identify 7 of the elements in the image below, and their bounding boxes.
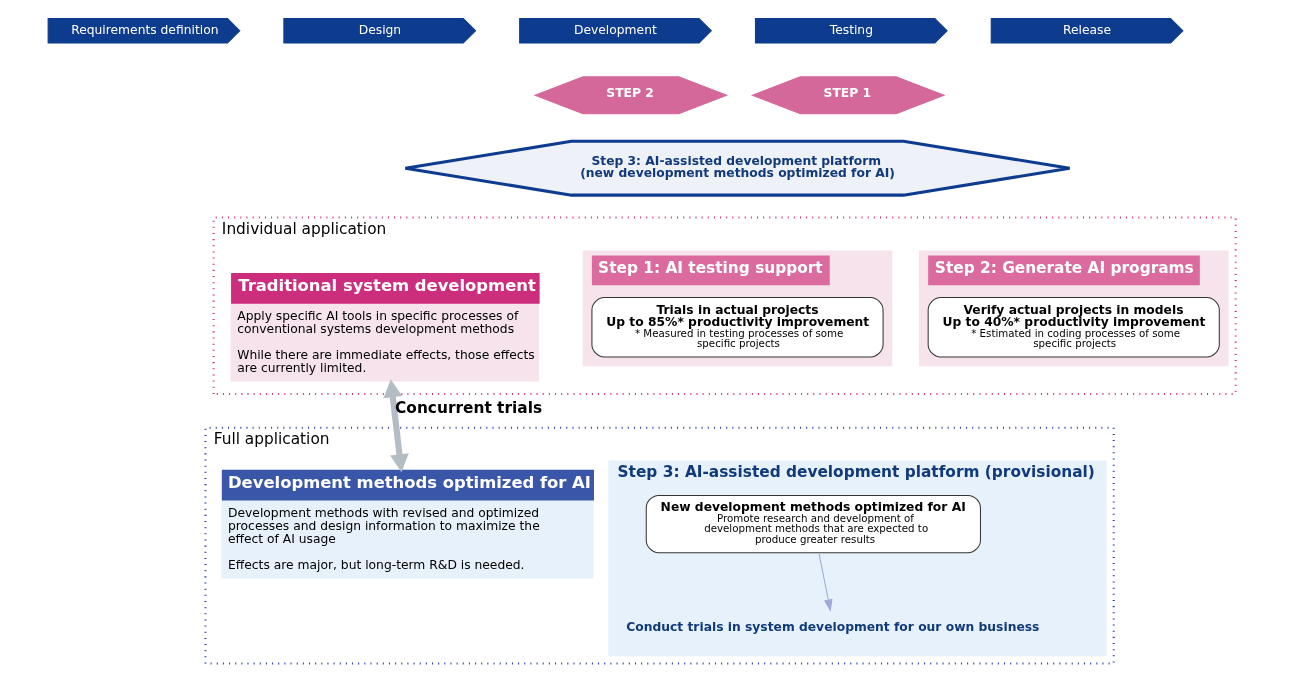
arrow	[818, 552, 833, 612]
node-box: Verify actual projects in models Up to 40%* productivity improvement * Estimated in coding processes of some specific projects	[927, 297, 1220, 358]
edge-label: Concurrent trials	[395, 399, 543, 418]
node-box: New development methods optimized for AI Promote research and development of development methods that are expected to produce greater results	[645, 494, 981, 554]
node-box: Trials in actual projects Up to 85%* productivity improvement * Measured in testing processes of some specific projects	[591, 297, 884, 358]
node-text: Conduct trials in system development for our own business	[626, 619, 1040, 634]
arrow	[383, 379, 409, 473]
